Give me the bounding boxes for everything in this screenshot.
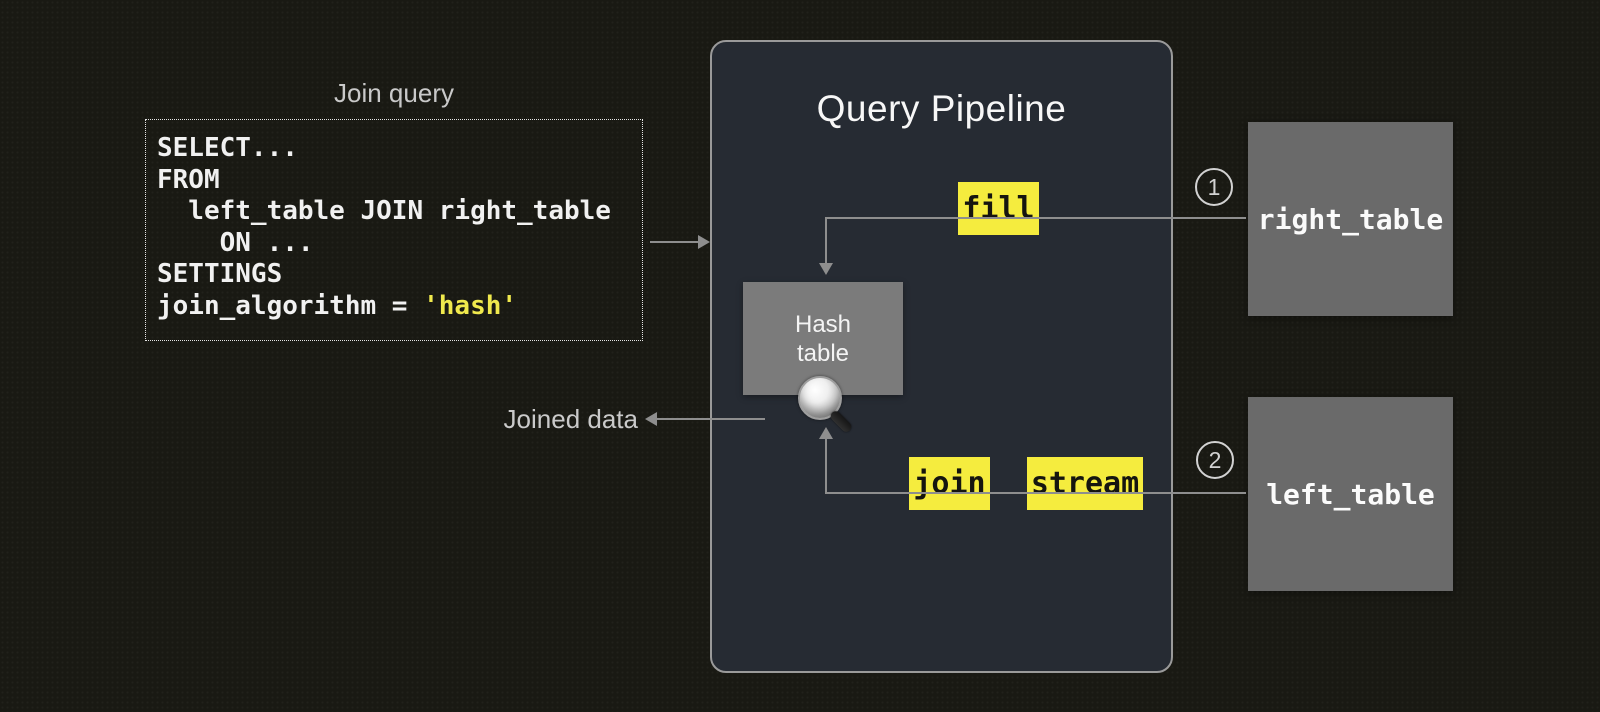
code-line: SETTINGS: [157, 259, 283, 289]
stage-label-stream: stream: [1027, 457, 1143, 510]
fill-line-vertical: [825, 217, 827, 264]
arrow-right-icon: [698, 235, 710, 249]
left-table-box: left_table: [1248, 397, 1453, 591]
code-line: left_table JOIN right_table: [157, 196, 611, 226]
step-2-badge: 2: [1196, 441, 1234, 479]
arrow-down-icon: [819, 263, 833, 275]
code-line: FROM: [157, 164, 220, 195]
code-line-settings: join_algorithm = 'hash': [157, 291, 642, 323]
stream-line-vertical: [825, 438, 827, 494]
fill-line-overlay: [958, 217, 1039, 219]
arrow-left-icon: [645, 412, 657, 426]
magnifier-handle: [828, 409, 854, 434]
stream-line-overlay: [909, 492, 1143, 494]
step-1-badge: 1: [1195, 168, 1233, 206]
step-2-number: 2: [1208, 446, 1222, 473]
stage-label-join: join: [909, 457, 990, 510]
code-settings-value: 'hash': [423, 290, 518, 321]
hash-table-label-line1: Hash: [794, 310, 852, 338]
joined-data-line: [655, 418, 765, 420]
step-1-number: 1: [1207, 173, 1221, 200]
magnifier-icon: [798, 376, 858, 438]
right-table-label: right_table: [1257, 202, 1444, 236]
query-pipeline-title: Query Pipeline: [816, 88, 1067, 129]
arrow-up-icon: [819, 427, 833, 439]
query-input-arrow-line: [650, 241, 702, 243]
join-query-code-block: SELECT... FROM left_table JOIN right_tab…: [145, 119, 643, 341]
join-query-heading: Join query: [334, 78, 454, 108]
hash-table-label-line2: table: [796, 339, 850, 367]
code-settings-prefix: join_algorithm =: [157, 290, 424, 321]
left-table-label: left_table: [1266, 477, 1435, 511]
code-line: SELECT...: [157, 133, 298, 163]
joined-data-label: Joined data: [503, 404, 638, 434]
code-line: ON ...: [157, 227, 314, 258]
right-table-box: right_table: [1248, 122, 1453, 316]
stage-label-fill: fill: [958, 182, 1039, 235]
